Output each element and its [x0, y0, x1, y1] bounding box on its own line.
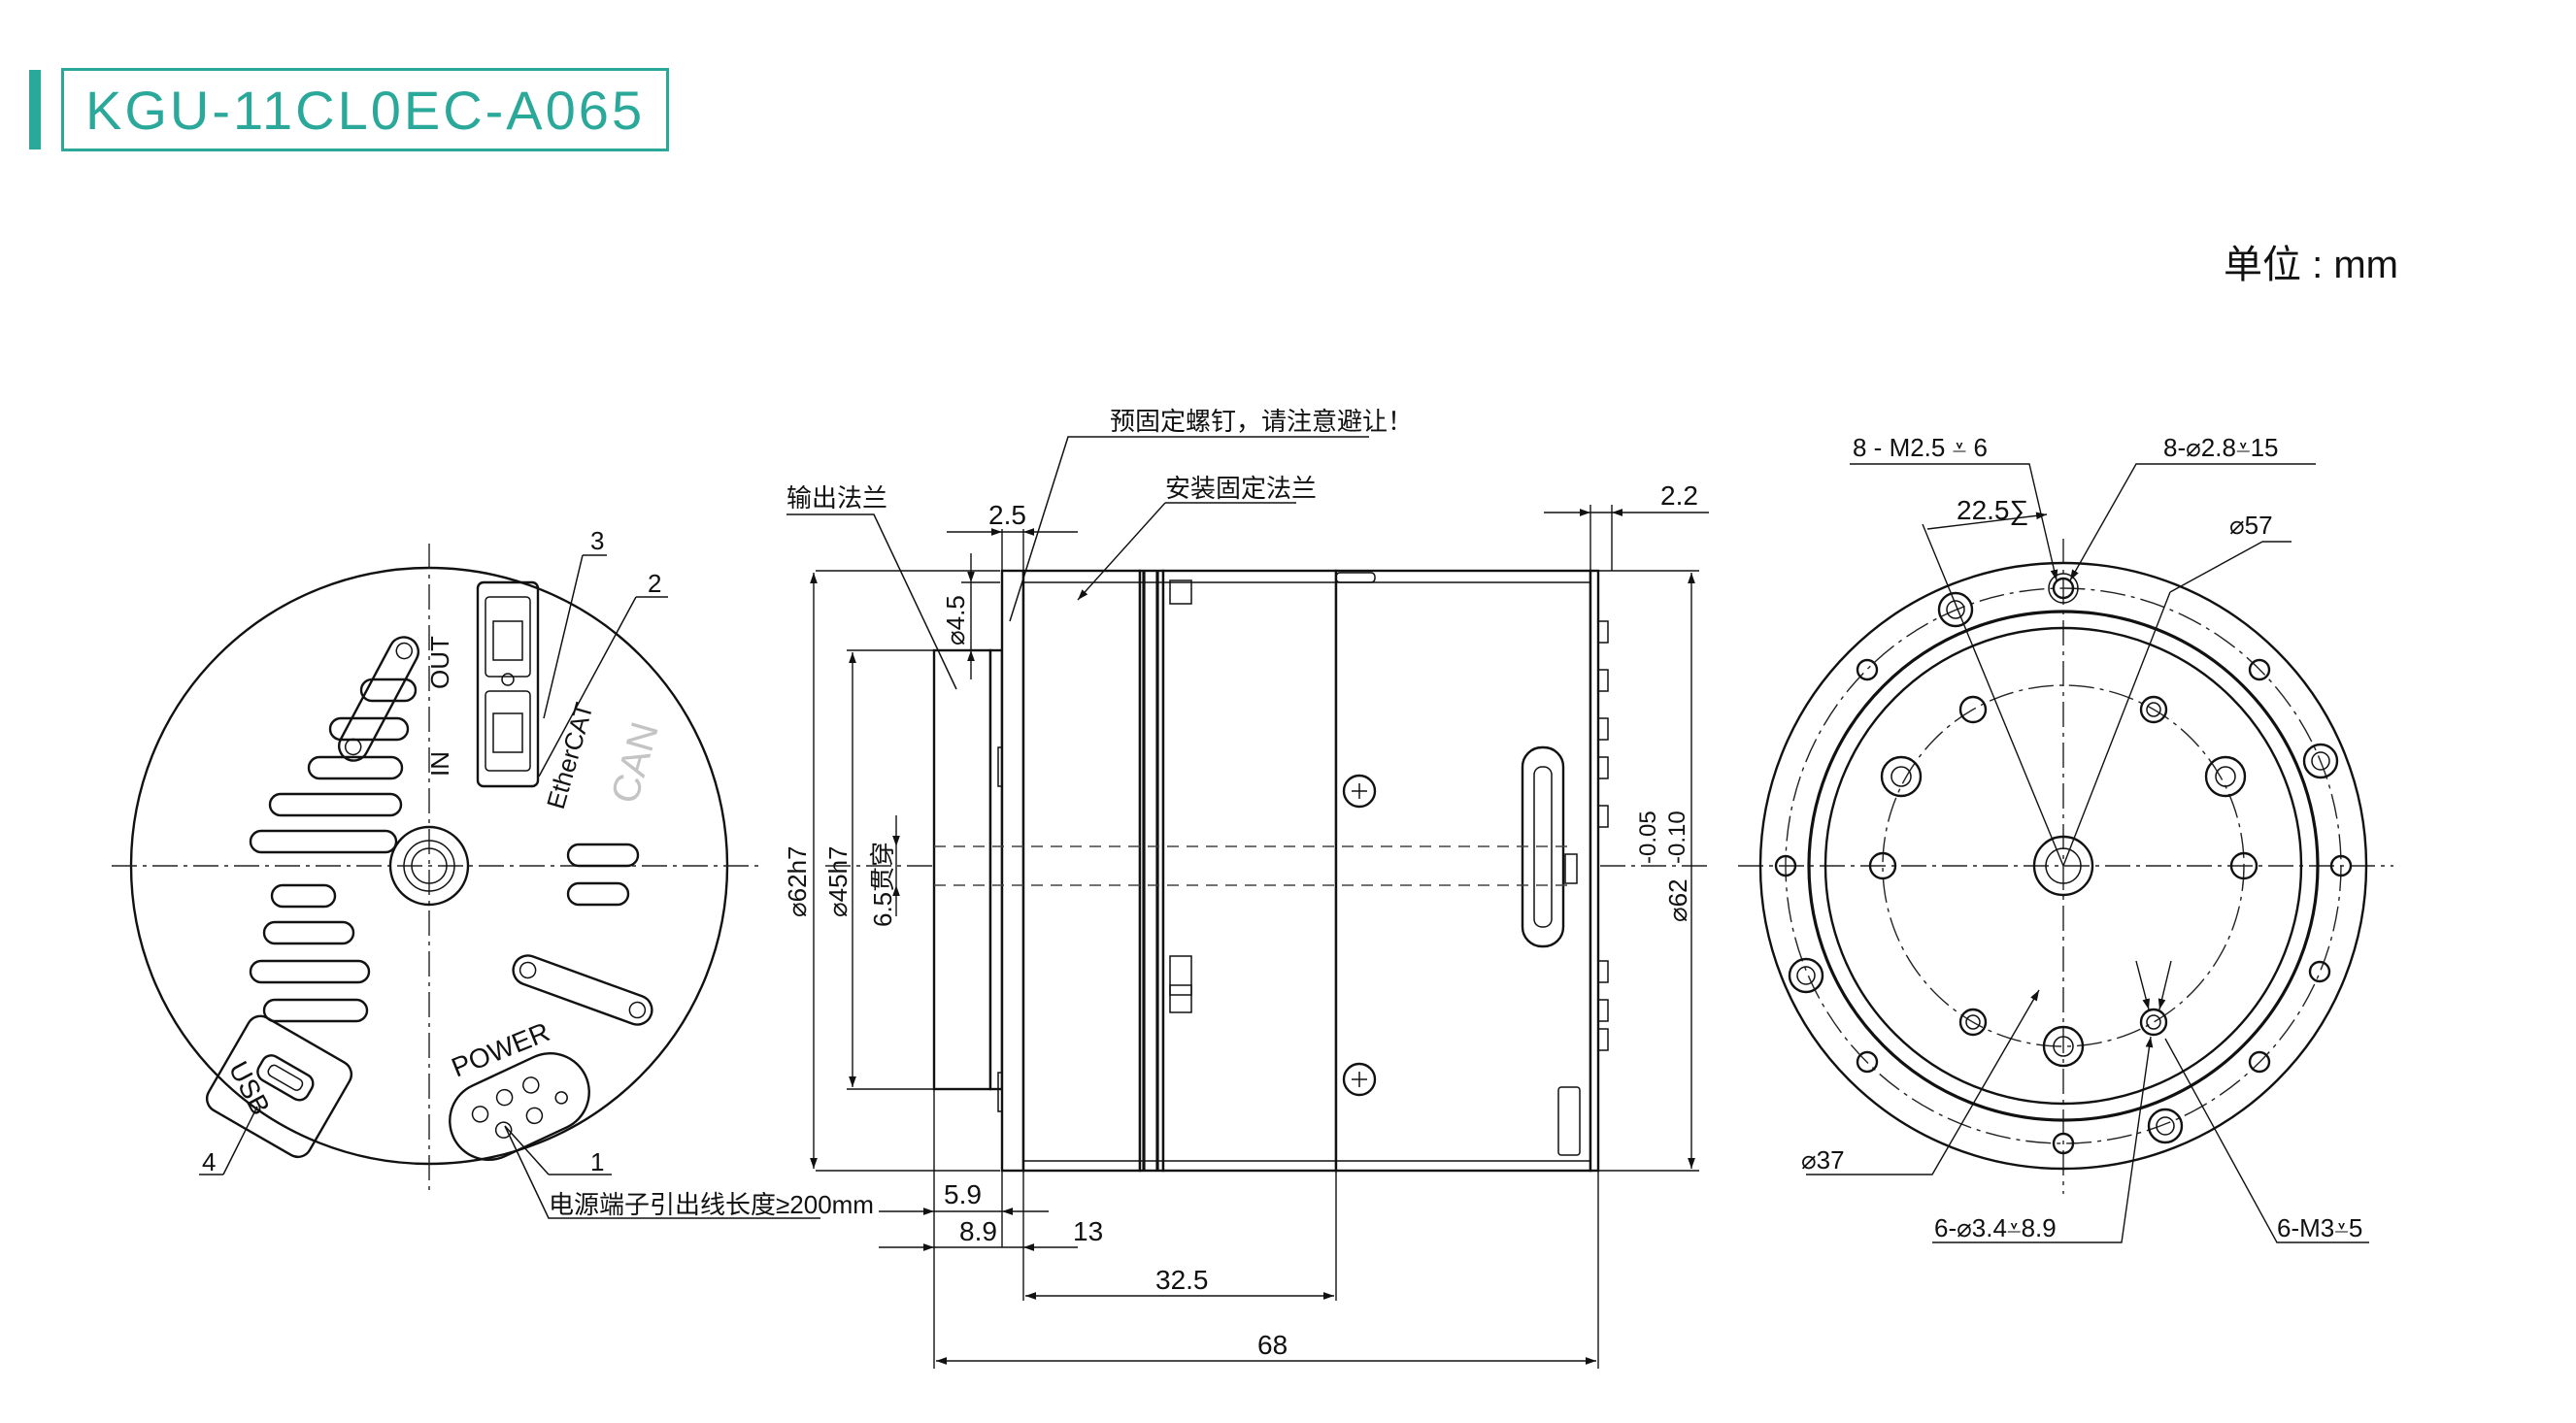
- connector-pins: [492, 712, 523, 753]
- title-accent-bar: [29, 70, 41, 149]
- callout-4-leader: [222, 1106, 258, 1175]
- dim-2-2: 2.2: [1660, 480, 1698, 511]
- rear-dim-angle: 22.5∑: [1957, 495, 2028, 525]
- vent-slot: [270, 883, 337, 909]
- inner-holes: [1868, 695, 2258, 1068]
- rear-dim-d37: ⌀37: [1801, 1145, 1845, 1175]
- rear-dim-m25: 8 - M2.5 ⩡ 6: [1853, 433, 1988, 462]
- body-screw: [1342, 774, 1377, 809]
- rear-view: 8 - M2.5 ⩡ 6 8-⌀2.8⩡15 22.5∑ ⌀57 ⌀37 6-⌀…: [1738, 433, 2393, 1243]
- power-lead-note: 电源端子引出线长度≥200mm: [549, 1190, 874, 1219]
- body-front: [1021, 569, 1142, 1173]
- connector-in-out: [476, 580, 540, 788]
- dim-68: 68: [1257, 1330, 1288, 1360]
- vent-slot: [249, 829, 398, 854]
- unit-label: 单位 : mm: [2224, 244, 2398, 286]
- dim-5-9: 5.9: [944, 1179, 982, 1209]
- rear-outer-flange: [1758, 561, 2368, 1171]
- dim-45h7: ⌀45h7: [823, 846, 853, 918]
- rear-flange-ring: [1807, 610, 2320, 1122]
- vent-slot: [262, 998, 369, 1023]
- vent-slots-left: [249, 678, 418, 1023]
- center-shaft-outer: [388, 825, 470, 907]
- label-can: CAN: [603, 717, 667, 808]
- vent-slot: [359, 678, 418, 703]
- dim-8-9: 8.9: [959, 1216, 997, 1246]
- callout-1-leader: [504, 1125, 550, 1175]
- h34-leader: [1932, 1036, 2154, 1243]
- label-out: OUT: [425, 636, 454, 689]
- vent-slot: [307, 755, 404, 780]
- callout-2: 2: [648, 569, 661, 598]
- rear-tabs: [1597, 620, 1609, 1051]
- body-screw: [1342, 1062, 1377, 1097]
- power-connector: [449, 1052, 590, 1161]
- rear-body-ring: [1823, 626, 2303, 1106]
- rear-bolt-circle-57: [1785, 587, 2342, 1144]
- rear-dim-m3: 6-M3⩡5: [2277, 1213, 2362, 1242]
- vent-slot: [268, 792, 403, 817]
- dim-6-5-through: 6.5贯穿: [868, 842, 897, 927]
- vent-slot: [566, 881, 630, 907]
- diagonal-slot-upper: [337, 636, 420, 762]
- callout-4: 4: [202, 1147, 216, 1176]
- h28-leader: [2069, 463, 2316, 581]
- dim-13: 13: [1073, 1216, 1103, 1246]
- side-view: ⌀62h7 ⌀45h7 6.5贯穿 ⌀4.5 ⌀62 -0.05 -0.10 2…: [783, 407, 1709, 1369]
- label-in: IN: [425, 751, 454, 777]
- rear-dim-h28: 8-⌀2.8⩡15: [2163, 433, 2279, 462]
- output-flange-note: 输出法兰: [786, 483, 887, 513]
- mount-flange-leader: [1077, 502, 1166, 601]
- angle-ref-line: [1922, 523, 2064, 867]
- m3-leader: [2164, 1038, 2369, 1243]
- m25-leader: [1850, 463, 2058, 581]
- vent-slots-right: [566, 843, 640, 907]
- mount-flange-lip: [1000, 569, 1025, 1173]
- output-flange: [932, 648, 992, 1091]
- dim-32-5: 32.5: [1155, 1265, 1209, 1295]
- rear-dim-d57: ⌀57: [2229, 511, 2273, 540]
- vent-slot: [249, 959, 371, 984]
- center-shaft-bore: [411, 847, 448, 884]
- body-middle: [1161, 569, 1338, 1173]
- power-note-leader: [504, 1125, 820, 1219]
- dim-62h7: ⌀62h7: [783, 846, 812, 918]
- diagonal-slot-lower: [512, 954, 653, 1026]
- vent-slot: [566, 843, 640, 868]
- rear-center-bore: [2032, 835, 2094, 897]
- dim-2-5: 2.5: [988, 500, 1026, 530]
- vent-slot: [328, 716, 410, 742]
- rear-dim-h34: 6-⌀3.4⩡8.9: [1934, 1213, 2057, 1242]
- vent-slot: [262, 920, 355, 945]
- connector-pins: [492, 620, 523, 661]
- connector-in-port: [485, 690, 531, 772]
- connector-screw: [501, 673, 515, 686]
- callout-3: 3: [590, 526, 604, 555]
- callout-2-leader: [538, 596, 637, 778]
- screw-warning-leader: [1009, 436, 1369, 622]
- d57-leader: [2169, 541, 2263, 593]
- dim-tol-upper: -0.05: [1635, 811, 1661, 864]
- dim-tol-lower: -0.10: [1664, 811, 1690, 864]
- dim-4-5: ⌀4.5: [941, 595, 970, 645]
- model-title: KGU-11CL0EC-A065: [61, 68, 670, 151]
- callout-1: 1: [590, 1147, 604, 1176]
- callout-3-leader: [543, 554, 584, 719]
- outer-holes-8: [1774, 573, 2353, 1155]
- side-connector: [1557, 1086, 1581, 1156]
- center-shaft-inner: [403, 840, 455, 892]
- side-notch: [1169, 579, 1192, 605]
- screw-warning-note: 预固定螺钉，请注意避让！: [1110, 407, 1413, 436]
- mount-flange-note: 安装固定法兰: [1165, 474, 1317, 503]
- usb-port: [205, 1014, 353, 1159]
- d37-leader: [1806, 989, 2040, 1175]
- outer-tapped-holes: [1788, 591, 2339, 1144]
- front-view: OUT IN EtherCAT CAN USB POWER 3 2 4 1: [112, 526, 874, 1219]
- rear-bolt-circle-37: [1882, 684, 2245, 1047]
- output-flange-leader: [786, 513, 957, 690]
- connector-out-port: [485, 596, 531, 678]
- dim-62-tol: ⌀62: [1663, 878, 1692, 922]
